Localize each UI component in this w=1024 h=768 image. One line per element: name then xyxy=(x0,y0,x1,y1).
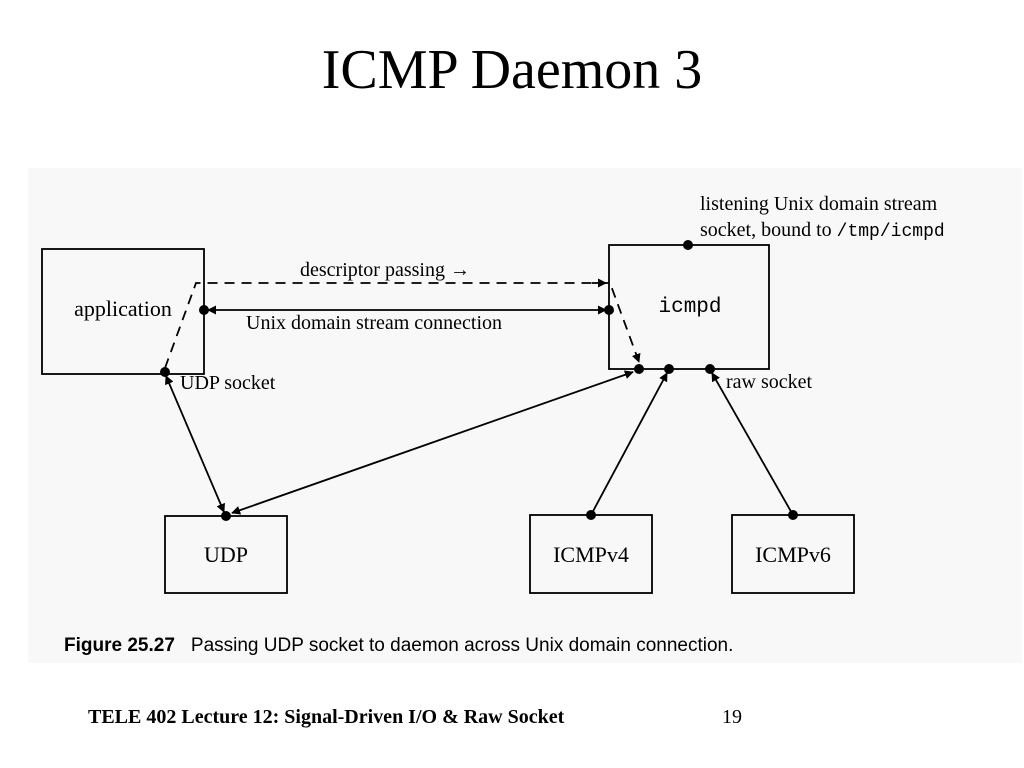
udp-label: UDP xyxy=(204,542,248,567)
udp-socket-dot xyxy=(160,367,170,377)
icmpv6-raw-arrow xyxy=(711,372,794,516)
page-number: 19 xyxy=(722,706,742,728)
listening-socket-label-line1: listening Unix domain stream xyxy=(700,193,938,215)
listening-socket-path: /tmp/icmpd xyxy=(837,222,945,242)
icmpd-stream-dot xyxy=(604,305,614,315)
icmpd-label: icmpd xyxy=(658,296,721,319)
slide-title: ICMP Daemon 3 xyxy=(321,39,703,101)
icmpd-raw-dot-1 xyxy=(664,364,674,374)
icmpv6-box-dot xyxy=(788,510,798,520)
icmpv4-raw-arrow xyxy=(590,372,668,516)
icmpd-udp-dot xyxy=(634,364,644,374)
icmpd-raw-dot-2 xyxy=(705,364,715,374)
figure-caption-number: Figure 25.27 xyxy=(64,635,175,656)
raw-socket-label: raw socket xyxy=(726,371,813,393)
icmpv4-label: ICMPv4 xyxy=(553,542,629,567)
figure-caption: Figure 25.27 Passing UDP socket to daemon… xyxy=(64,635,733,656)
icmpv4-box-dot xyxy=(586,510,596,520)
udp-socket-label: UDP socket xyxy=(180,372,276,394)
descriptor-passing-path xyxy=(164,282,641,369)
listening-socket-dot xyxy=(683,240,693,250)
application-label: application xyxy=(74,296,172,321)
figure-caption-text: Passing UDP socket to daemon across Unix… xyxy=(191,635,733,656)
udp-socket-arrow xyxy=(165,375,225,513)
slide-footer: TELE 402 Lecture 12: Signal-Driven I/O &… xyxy=(88,706,565,728)
icmpv6-label: ICMPv6 xyxy=(755,542,831,567)
application-stream-dot xyxy=(199,305,209,315)
unix-stream-connection-label: Unix domain stream connection xyxy=(246,312,502,334)
listening-socket-label-line2: socket, bound to /tmp/icmpd xyxy=(700,219,945,242)
descriptor-passing-label: descriptor passing → xyxy=(300,259,470,281)
udp-box-dot xyxy=(221,511,231,521)
icmpd-udp-arrow xyxy=(231,370,634,515)
listening-socket-prefix: socket, bound to xyxy=(700,219,837,241)
